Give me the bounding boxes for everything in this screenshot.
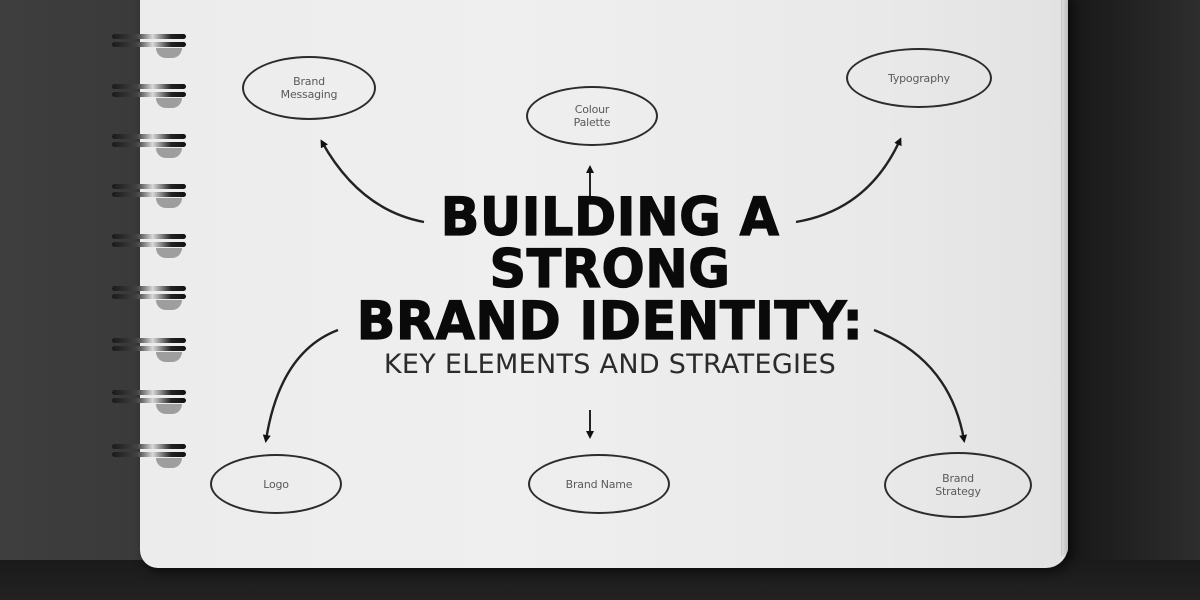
node-label: Colour Palette [573, 103, 611, 129]
spiral-ring [112, 384, 188, 414]
node-colour-palette: Colour Palette [526, 86, 658, 146]
subtitle: KEY ELEMENTS AND STRATEGIES [383, 349, 837, 380]
spiral-ring [112, 78, 188, 108]
title-line-2: STRONG [489, 239, 731, 300]
spiral-ring [112, 332, 188, 362]
spiral-binding [112, 28, 192, 548]
spiral-ring [112, 178, 188, 208]
node-label: Typography [888, 71, 950, 85]
title-line-1: BUILDING A [440, 187, 780, 248]
node-brand-messaging: Brand Messaging [242, 56, 376, 120]
spiral-ring [112, 438, 188, 468]
node-label: Brand Name [565, 477, 633, 491]
central-title: BUILDING A STRONG BRAND IDENTITY: KEY EL… [330, 187, 890, 380]
node-label: Logo [263, 477, 289, 491]
spiral-ring [112, 128, 188, 158]
spiral-ring [112, 280, 188, 310]
spiral-ring [112, 228, 188, 258]
node-label: Brand Messaging [280, 75, 338, 101]
node-brand-strategy: Brand Strategy [884, 452, 1032, 518]
background-shadow [1060, 0, 1200, 600]
spiral-ring [112, 28, 188, 58]
node-label: Brand Strategy [935, 472, 981, 498]
node-brand-name: Brand Name [528, 454, 670, 514]
node-typography: Typography [846, 48, 992, 108]
node-logo: Logo [210, 454, 342, 514]
title-line-3: BRAND IDENTITY: [356, 291, 864, 352]
